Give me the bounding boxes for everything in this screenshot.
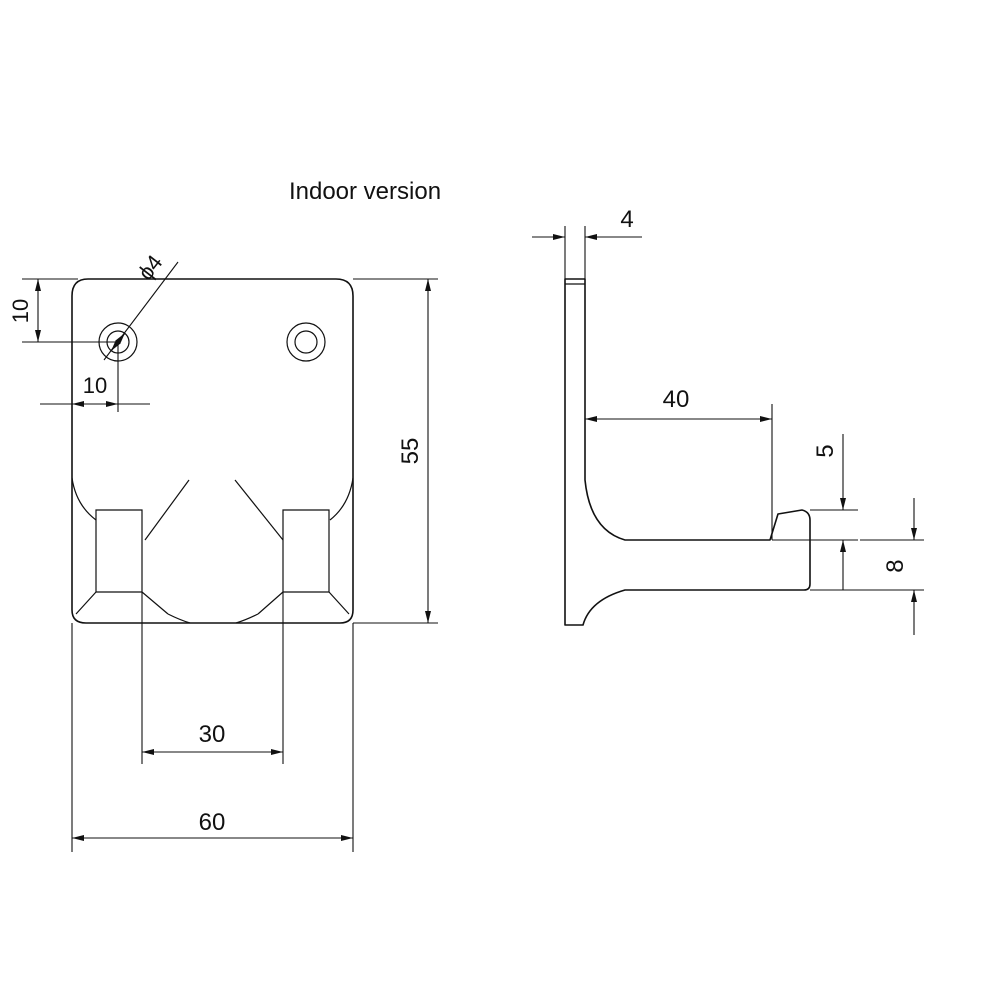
dim-plate-thickness: 4 <box>620 206 633 233</box>
dim-width: 60 <box>199 809 226 836</box>
dim-hole-top-offset: 10 <box>8 299 33 323</box>
front-view <box>71 278 354 624</box>
drawing-title: Indoor version <box>289 178 441 205</box>
front-plate-outline <box>71 278 354 624</box>
front-plate-bevel-right <box>329 477 354 521</box>
side-view <box>564 278 811 626</box>
hook-left <box>75 509 169 615</box>
front-center-contour-right <box>234 479 284 541</box>
dim-height: 55 <box>397 438 424 465</box>
side-profile-outline <box>564 278 811 626</box>
mounting-hole-right <box>286 322 326 362</box>
front-plate-bevel-left <box>71 477 97 521</box>
side-dimensions: 4 40 5 8 <box>532 206 924 635</box>
front-center-contour-bottom <box>167 613 259 624</box>
dim-tip-height: 5 <box>812 444 839 457</box>
dim-hook-spacing: 30 <box>199 721 226 748</box>
hook-right <box>257 509 350 615</box>
front-center-contour-left <box>144 479 190 541</box>
dim-projection: 40 <box>663 386 690 413</box>
dim-arm-thickness: 8 <box>882 559 909 572</box>
dim-hole-side-offset: 10 <box>83 373 107 398</box>
